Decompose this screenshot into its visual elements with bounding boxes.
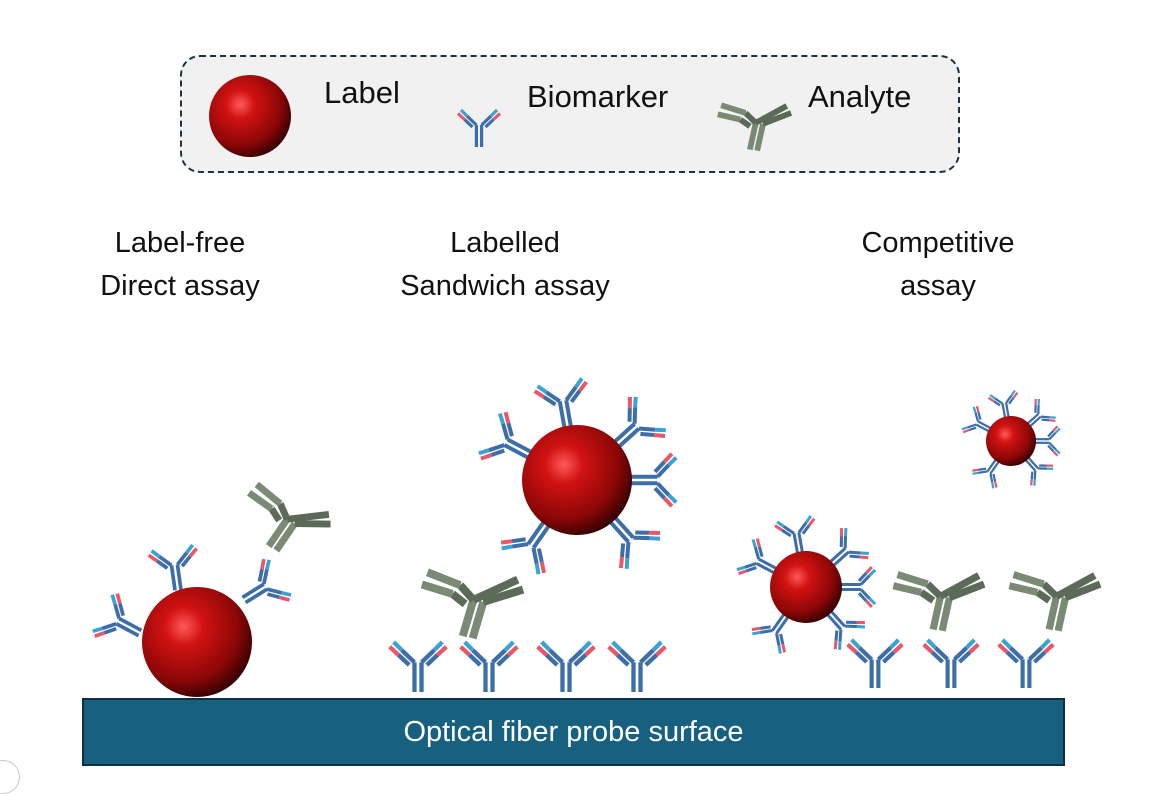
competitive-analyte-icon [892,571,986,632]
direct-biomarker-icon [241,558,292,605]
direct-label-sphere-icon [142,587,252,697]
sphere-biomarker-icon [961,405,993,434]
sandwich-analyte-icon [420,568,525,640]
assay-title-line1: Competitive [861,227,1015,259]
optical-fiber-probe-surface: Optical fiber probe surface [82,698,1065,766]
sphere-biomarker-icon [751,612,790,654]
free-label-sphere-icon [986,416,1036,466]
surface-biomarker-icon [607,640,667,692]
sphere-biomarker-icon [825,609,866,650]
legend-analyte-text: Analyte [808,79,912,114]
sphere-biomarker-icon [987,390,1019,419]
sphere-biomarker-icon [500,520,551,575]
assay-title-line2: Direct assay [100,270,260,302]
sphere-biomarker-icon [608,515,661,569]
sphere-biomarker-icon [736,538,778,576]
legend-biomarker-text: Biomarker [527,79,669,114]
competitive-analyte-icon [1008,571,1102,632]
competitive-label-sphere-icon [770,551,842,623]
assay-title-label-free: Label-free Direct assay [70,222,290,308]
legend-label-text: Label [324,75,400,110]
sphere-biomarker-icon [612,396,666,449]
sphere-biomarker-icon [1034,425,1061,457]
direct-biomarker-icon [147,543,198,591]
sphere-biomarker-icon [774,515,816,555]
sphere-biomarker-icon [630,452,678,508]
corner-mark [0,760,20,794]
surface-biomarker-icon [922,638,980,688]
surface-biomarker-icon [459,640,519,692]
surface-biomarker-icon [997,638,1055,688]
legend-box: Label Biomarker Analyte [180,55,960,173]
sphere-biomarker-icon [533,377,588,429]
sphere-biomarker-icon [840,566,877,608]
sphere-biomarker-icon [478,411,533,461]
assay-title-sandwich: Labelled Sandwich assay [370,222,640,308]
sphere-biomarker-icon [828,527,869,568]
assay-title-line1: Label-free [114,227,246,259]
direct-analyte-icon [247,481,331,553]
sphere-biomarker-icon [1026,398,1056,428]
surface-biomarker-icon [536,640,596,692]
assay-title-line2: Sandwich assay [400,270,610,302]
surface-biomarker-icon [846,638,904,688]
sphere-biomarker-icon [1024,456,1054,486]
assay-title-competitive: Competitive assay [828,222,1048,308]
sphere-biomarker-icon [972,458,1001,489]
assay-title-line2: assay [900,270,976,302]
direct-biomarker-icon [92,593,143,638]
surface-label: Optical fiber probe surface [403,715,744,748]
sandwich-label-sphere-icon [522,425,632,535]
surface-biomarker-icon [388,640,448,692]
assay-title-line1: Labelled [450,227,560,259]
